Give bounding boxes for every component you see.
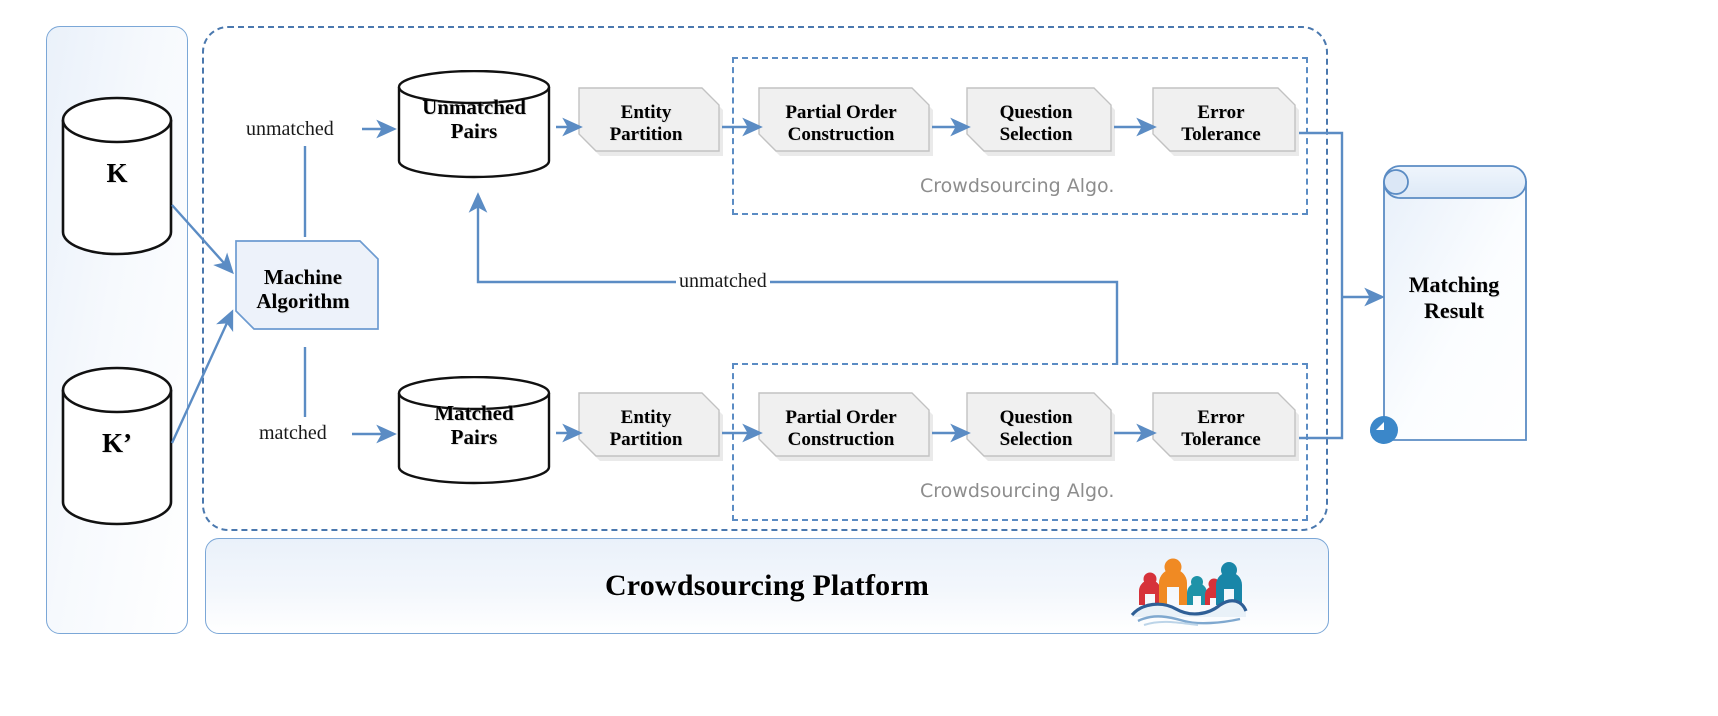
matched-pairs-store: Matched Pairs <box>396 376 552 486</box>
machine-algorithm-box[interactable]: Machine Algorithm <box>232 237 379 347</box>
crowd-people-globe-logo <box>1128 553 1248 627</box>
question-selection-box-matched[interactable]: Question Selection <box>964 390 1115 472</box>
unmatched-pairs-line2: Pairs <box>450 119 498 144</box>
matching-result-line2: Result <box>1424 297 1484 323</box>
error-tolerance-box-unmatched[interactable]: Error Tolerance <box>1150 85 1299 167</box>
entity-partition-box-matched[interactable]: Entity Partition <box>576 390 723 472</box>
unmatched-pairs-line1: Unmatched <box>422 95 526 119</box>
datastore-k-prime: K’ <box>60 366 174 526</box>
question-selection-box-unmatched[interactable]: Question Selection <box>964 85 1115 167</box>
matched-pairs-line2: Pairs <box>450 425 498 450</box>
unmatched-pairs-store: Unmatched Pairs <box>396 70 552 180</box>
edge-label-matched: matched <box>256 422 330 445</box>
datastore-k-prime-label: K’ <box>102 428 132 458</box>
edge-label-unmatched-top: unmatched <box>243 118 337 141</box>
matched-pairs-line1: Matched <box>434 401 514 425</box>
edge-label-unmatched-feedback: unmatched <box>676 270 770 293</box>
crowdsourcing-algo-caption-matched: Crowdsourcing Algo. <box>920 480 1115 502</box>
matching-result-label: Matching Result <box>1374 272 1534 324</box>
crowdsourcing-platform-label: Crowdsourcing Platform <box>604 569 930 602</box>
matching-result-scroll <box>1366 160 1546 450</box>
matching-result-line1: Matching <box>1408 272 1500 297</box>
partial-order-construction-box-unmatched[interactable]: Partial Order Construction <box>756 85 933 167</box>
datastore-k-label: K <box>106 158 128 188</box>
entity-partition-box-unmatched[interactable]: Entity Partition <box>576 85 723 167</box>
partial-order-construction-box-matched[interactable]: Partial Order Construction <box>756 390 933 472</box>
crowdsourcing-algo-caption-unmatched: Crowdsourcing Algo. <box>920 175 1115 197</box>
datastore-k: K <box>60 96 174 256</box>
error-tolerance-box-matched[interactable]: Error Tolerance <box>1150 390 1299 472</box>
